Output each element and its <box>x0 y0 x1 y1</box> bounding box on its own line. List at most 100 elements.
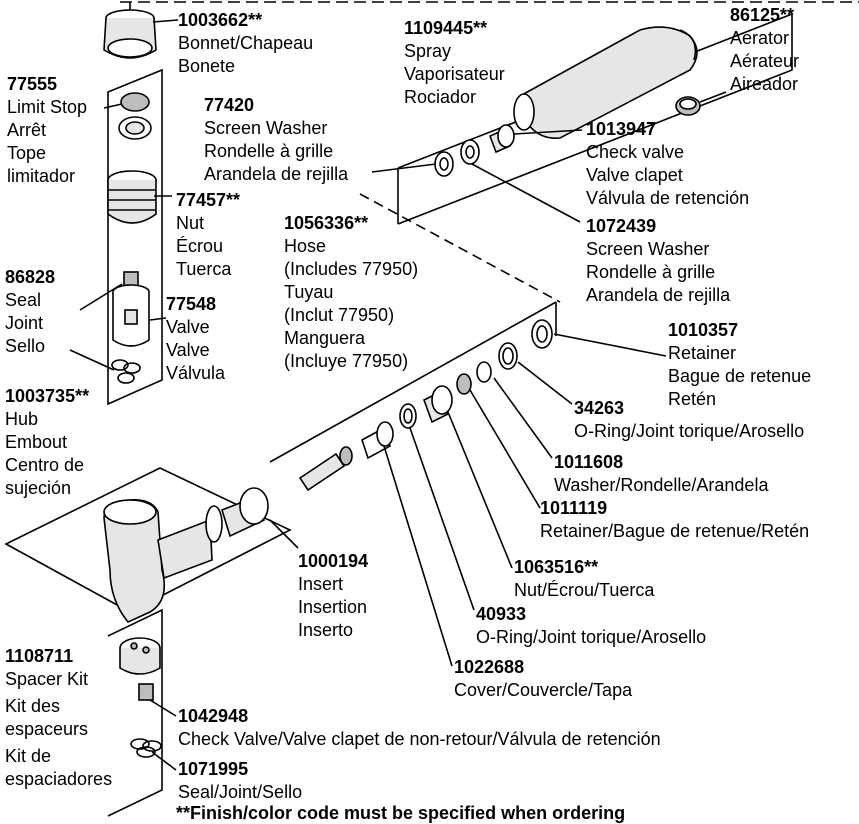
label-1022688: 1022688 Cover/Couvercle/Tapa <box>454 656 632 702</box>
part-desc: Aireador <box>730 74 799 94</box>
part-desc: Cover/Couvercle/Tapa <box>454 680 633 700</box>
bonnet-drawing <box>103 9 157 59</box>
part-desc: (Incluye 77950) <box>284 351 409 371</box>
part-desc: Arrêt <box>7 120 47 140</box>
part-desc: Válvula <box>166 363 226 383</box>
part-desc: Insertion <box>298 597 368 617</box>
label-86828: 86828 Seal Joint Sello <box>5 266 55 358</box>
part-desc: Joint <box>5 313 44 333</box>
footnote: **Finish/color code must be specified wh… <box>176 803 626 823</box>
label-77420: 77420 Screen Washer Rondelle à grille Ar… <box>204 94 348 186</box>
label-1011608: 1011608 Washer/Rondelle/Arandela <box>554 451 768 497</box>
part-number: 40933 <box>476 604 527 624</box>
part-desc: Spray <box>404 41 452 61</box>
part-desc: Retainer <box>668 343 737 363</box>
part-desc: Sello <box>5 336 46 356</box>
part-desc: Seal <box>5 290 42 310</box>
hub-frame <box>4 467 292 613</box>
part-desc: (Includes 77950) <box>284 259 419 279</box>
part-desc: Nut <box>176 213 205 233</box>
part-desc: Hub <box>5 409 39 429</box>
spray-washers-drawing <box>434 124 515 177</box>
label-1072439: 1072439 Screen Washer Rondelle à grille … <box>586 215 730 307</box>
valve-cartridge-drawing <box>112 271 150 347</box>
part-desc: Screen Washer <box>586 239 710 259</box>
part-desc: Seal/Joint/Sello <box>178 782 303 802</box>
part-desc: (Inclut 77950) <box>284 305 395 325</box>
part-number: 1003662** <box>178 10 263 30</box>
part-desc: espaceurs <box>5 719 89 739</box>
part-desc: Válvula de retención <box>586 188 750 208</box>
part-desc: Vaporisateur <box>404 64 505 84</box>
nut-drawing <box>107 170 157 224</box>
part-desc: Kit de <box>5 746 52 766</box>
part-desc: Valve clapet <box>586 165 683 185</box>
part-desc: Tuerca <box>176 259 232 279</box>
part-number: 1013947 <box>586 119 657 139</box>
limit-stop-drawing <box>118 92 152 140</box>
part-number: 1022688 <box>454 657 525 677</box>
part-desc: Manguera <box>284 328 366 348</box>
spacer-kit-drawing <box>119 637 162 758</box>
label-1010357: 1010357 Retainer Bague de retenue Retén <box>668 319 811 411</box>
part-number: 1109445** <box>404 18 488 38</box>
part-number: 1000194 <box>298 551 369 571</box>
part-desc: Tuyau <box>284 282 334 302</box>
faucet-body-drawing <box>103 487 269 623</box>
part-desc: Retainer/Bague de retenue/Retén <box>540 521 810 541</box>
part-number: 1063516** <box>514 557 599 577</box>
spacer-frame <box>107 608 163 817</box>
part-number: 1072439 <box>586 216 657 236</box>
label-1003735: 1003735** Hub Embout Centro de sujeción <box>5 385 89 500</box>
label-77548: 77548 Valve Valve Válvula <box>166 293 225 385</box>
label-1003662: 1003662** Bonnet/Chapeau Bonete <box>178 9 313 78</box>
part-desc: Spacer Kit <box>5 669 89 689</box>
part-number: 86125** <box>730 5 795 25</box>
part-desc: Washer/Rondelle/Arandela <box>554 475 769 495</box>
seal-drawing <box>111 359 141 384</box>
label-77457: 77457** Nut Écrou Tuerca <box>176 189 240 281</box>
part-number: 77548 <box>166 294 217 314</box>
part-number: 34263 <box>574 398 625 418</box>
part-desc: Aérateur <box>730 51 800 71</box>
part-desc: Centro de <box>5 455 85 475</box>
part-desc: Rondelle à grille <box>204 141 334 161</box>
part-desc: Limit Stop <box>7 97 88 117</box>
part-desc: Nut/Écrou/Tuerca <box>514 580 655 600</box>
label-1042948: 1042948 Check Valve/Valve clapet de non-… <box>178 705 661 751</box>
part-desc: Bonete <box>178 56 236 76</box>
part-desc: Valve <box>166 340 210 360</box>
part-number: 1003735** <box>5 386 90 406</box>
part-desc: Rociador <box>404 87 477 107</box>
part-desc: Valve <box>166 317 210 337</box>
part-desc: Screen Washer <box>204 118 328 138</box>
part-desc: Bague de retenue <box>668 366 812 386</box>
label-1056336: 1056336** Hose (Includes 77950) Tuyau (I… <box>284 212 418 373</box>
part-desc: O-Ring/Joint torique/Arosello <box>574 421 805 441</box>
part-desc: Bonnet/Chapeau <box>178 33 314 53</box>
label-1108711: 1108711 Spacer Kit Kit des espaceurs Kit… <box>5 645 112 791</box>
part-desc: Écrou <box>176 236 224 256</box>
part-desc: Hose <box>284 236 327 256</box>
part-number: 1108711 <box>5 646 74 666</box>
label-1013947: 1013947 Check valve Valve clapet Válvula… <box>586 118 749 210</box>
part-desc: Arandela de rejilla <box>204 164 349 184</box>
hose-frame <box>269 301 557 463</box>
label-1071995: 1071995 Seal/Joint/Sello <box>178 758 302 804</box>
label-1000194: 1000194 Insert Insertion Inserto <box>298 550 368 642</box>
part-number: 1011119 <box>540 498 608 518</box>
part-number: 77420 <box>204 95 255 115</box>
part-desc: Aerator <box>730 28 790 48</box>
part-desc: Retén <box>668 389 717 409</box>
part-number: 1071995 <box>178 759 249 779</box>
part-desc: O-Ring/Joint torique/Arosello <box>476 627 707 647</box>
part-desc: espaciadores <box>5 769 113 789</box>
part-number: 86828 <box>5 267 56 287</box>
part-number: 1056336** <box>284 213 369 233</box>
part-desc: Kit des <box>5 696 61 716</box>
part-desc: Inserto <box>298 620 354 640</box>
label-1063516: 1063516** Nut/Écrou/Tuerca <box>514 556 654 602</box>
part-number: 1042948 <box>178 706 249 726</box>
